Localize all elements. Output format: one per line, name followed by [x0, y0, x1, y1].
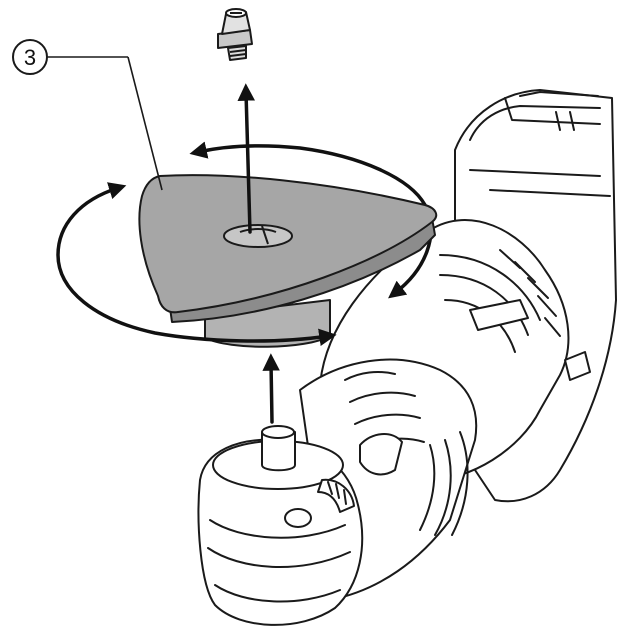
screw-icon: [217, 8, 253, 61]
speed-switch: [469, 299, 529, 331]
callout-number: 3: [24, 45, 36, 70]
rotation-arrow-front: [56, 182, 337, 346]
lock-button: [284, 508, 312, 528]
screw-removal-arrow: [237, 83, 255, 234]
side-button: [564, 351, 591, 381]
vent-slot: [359, 433, 403, 476]
multi-tool-body: [197, 89, 617, 626]
pad-install-arrow: [262, 353, 280, 424]
output-spindle: [261, 431, 296, 472]
callout-circle: [12, 39, 48, 75]
arrow-up-icon: [237, 83, 280, 424]
callout: 3: [12, 39, 163, 191]
